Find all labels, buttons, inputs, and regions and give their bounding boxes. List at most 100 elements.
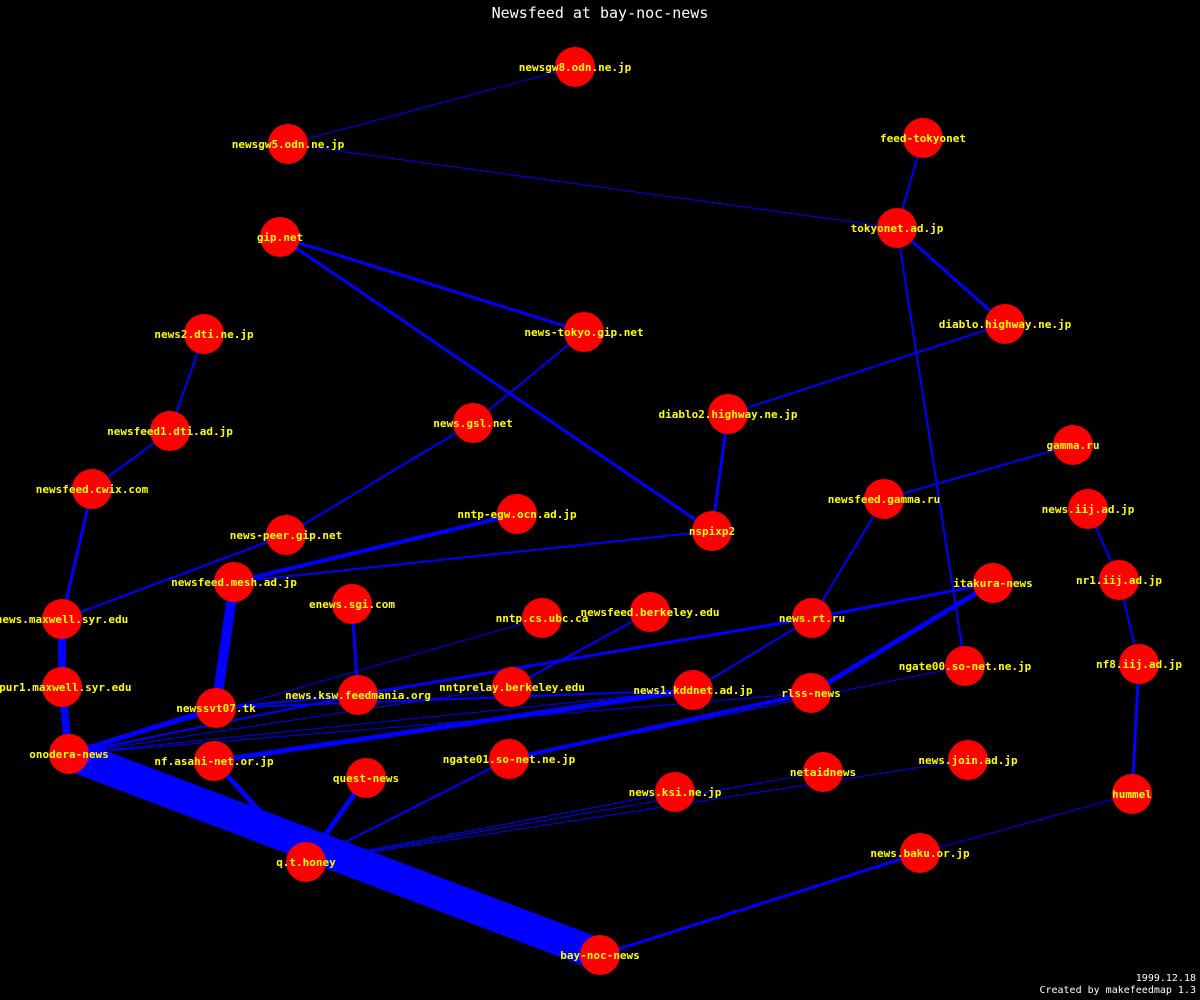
node-nntp-egw.ocn.ad.jp: nntp-egw.ocn.ad.jp [457, 494, 577, 534]
node-ngate00.so-net.ne.jp: ngate00.so-net.ne.jp [899, 646, 1032, 686]
edge-news-peer.gip.net--news.maxwell.syr.edu [61, 534, 287, 620]
node-newsfeed.mesh.ad.jp: newsfeed.mesh.ad.jp [171, 562, 297, 602]
edge-nntprelay.berkeley.edu--onodera-news [68, 686, 513, 755]
node-news2.dti.ne.jp: news2.dti.ne.jp [154, 314, 254, 354]
node-circle [346, 758, 386, 798]
node-label: nr1.iij.ad.jp [1076, 574, 1162, 587]
node-label: netaidnews [790, 766, 856, 779]
node-circle [1099, 560, 1139, 600]
node-circle [1068, 489, 1108, 529]
edge-news1.kddnet.ad.jp--nf.asahi-net.or.jp [213, 687, 694, 764]
node-newssvt07.tk: newssvt07.tk [176, 688, 256, 728]
edge-nntp-egw.ocn.ad.jp--newsfeed.mesh.ad.jp [233, 512, 518, 584]
edge-news1.kddnet.ad.jp--newssvt07.tk [215, 689, 694, 709]
edge-newsgw8.odn.ne.jp--newsgw5.odn.ne.jp [287, 66, 576, 145]
node-label: quest-news [333, 772, 399, 785]
node-news.gsl.net: news.gsl.net [433, 403, 513, 443]
node-circle [497, 494, 537, 534]
edge-rlss-news--ngate01.so-net.ne.jp [508, 691, 812, 761]
edge-news.gsl.net--news-peer.gip.net [285, 422, 474, 536]
node-nf.asahi-net.or.jp: nf.asahi-net.or.jp [154, 741, 274, 781]
node-hummel: hummel [1112, 774, 1152, 814]
node-label: nspixp2 [689, 525, 735, 538]
node-circle [196, 688, 236, 728]
node-circle [42, 599, 82, 639]
node-circle [708, 394, 748, 434]
node-circle [903, 118, 943, 158]
node-label: news.gsl.net [433, 417, 512, 430]
edge-news.ksw.feedmania.org--newssvt07.tk [215, 694, 359, 709]
node-circle [692, 511, 732, 551]
node-news.maxwell.syr.edu: news.maxwell.syr.edu [0, 599, 128, 639]
node-q.t.honey: q.t.honey [276, 842, 336, 882]
edge-newsfeed.berkeley.edu--nntprelay.berkeley.edu [511, 611, 651, 688]
node-itakura-news: itakura-news [953, 563, 1033, 603]
node-label: tokyonet.ad.jp [851, 222, 944, 235]
node-label: enews.sgi.com [309, 598, 395, 611]
node-circle [522, 598, 562, 638]
node-circle [194, 741, 234, 781]
node-circle [673, 670, 713, 710]
node-label: nntp-egw.ocn.ad.jp [457, 508, 577, 521]
node-gamma.ru: gamma.ru [1047, 425, 1099, 465]
node-label: news.join.ad.jp [918, 754, 1018, 767]
node-label: newsfeed.berkeley.edu [580, 606, 719, 619]
node-circle [489, 739, 529, 779]
node-nntprelay.berkeley.edu: nntprelay.berkeley.edu [439, 667, 585, 707]
node-circle [655, 772, 695, 812]
node-label: newsfeed1.dti.ad.jp [107, 425, 233, 438]
node-circle [260, 217, 300, 257]
node-circle [72, 469, 112, 509]
node-label: news2.dti.ne.jp [154, 328, 254, 341]
node-circle [150, 411, 190, 451]
node-circle [492, 667, 532, 707]
node-circle [184, 314, 224, 354]
node-label: news-tokyo.gip.net [524, 326, 643, 339]
node-circle [877, 208, 917, 248]
node-circle [1119, 644, 1159, 684]
node-news.baku.or.jp: news.baku.or.jp [870, 833, 970, 873]
edge-news-tokyo.gip.net--news.gsl.net [472, 331, 585, 424]
node-label: nf8.iij.ad.jp [1096, 658, 1182, 671]
node-label: ngate01.so-net.ne.jp [443, 753, 576, 766]
node-enews.sgi.com: enews.sgi.com [309, 584, 395, 624]
node-circle [792, 598, 832, 638]
edge-nf.asahi-net.or.jp--q.t.honey [212, 759, 308, 864]
node-circle [973, 563, 1013, 603]
node-label: news.iij.ad.jp [1042, 503, 1135, 516]
node-news1.kddnet.ad.jp: news1.kddnet.ad.jp [633, 670, 753, 710]
node-label: newsfeed.cwix.com [36, 483, 149, 496]
edge-news.ksi.ne.jp--q.t.honey [305, 791, 676, 863]
node-label: news.maxwell.syr.edu [0, 613, 128, 626]
edge-nspixp2--newsfeed.mesh.ad.jp [233, 530, 713, 583]
node-newsfeed1.dti.ad.jp: newsfeed1.dti.ad.jp [107, 411, 233, 451]
node-circle [555, 47, 595, 87]
edge-news.baku.or.jp--bay-noc-news [599, 851, 921, 957]
node-nr1.iij.ad.jp: nr1.iij.ad.jp [1076, 560, 1162, 600]
edge-ngate00.so-net.ne.jp--ngate01.so-net.ne.jp [508, 665, 966, 760]
node-circle [49, 734, 89, 774]
edge-news.rt.ru--news.ksw.feedmania.org [357, 616, 813, 697]
node-label: news.baku.or.jp [870, 847, 970, 860]
node-circle [268, 124, 308, 164]
node-ngate01.so-net.ne.jp: ngate01.so-net.ne.jp [443, 739, 576, 779]
node-circle [985, 304, 1025, 344]
node-label: onodera-news [29, 748, 108, 761]
node-newsgw5.odn.ne.jp: newsgw5.odn.ne.jp [232, 124, 345, 164]
node-news.ksw.feedmania.org: news.ksw.feedmania.org [285, 675, 431, 715]
node-label: q.t.honey [276, 856, 336, 869]
node-news.iij.ad.jp: news.iij.ad.jp [1042, 489, 1135, 529]
node-newsfeed.cwix.com: newsfeed.cwix.com [36, 469, 149, 509]
edge-news.rt.ru--news1.kddnet.ad.jp [692, 617, 813, 691]
edge-tokyonet.ad.jp--diablo.highway.ne.jp [896, 226, 1006, 326]
node-label: news.ksw.feedmania.org [285, 689, 431, 702]
node-label: gip.net [257, 231, 303, 244]
node-quest-news: quest-news [333, 758, 399, 798]
node-news.join.ad.jp: news.join.ad.jp [918, 740, 1018, 780]
edge-netaidnews--q.t.honey [305, 771, 824, 863]
edge-newsfeed.cwix.com--news.maxwell.syr.edu [60, 488, 94, 620]
edge-tokyonet.ad.jp--ngate00.so-net.ne.jp [896, 227, 966, 667]
node-circle [945, 646, 985, 686]
